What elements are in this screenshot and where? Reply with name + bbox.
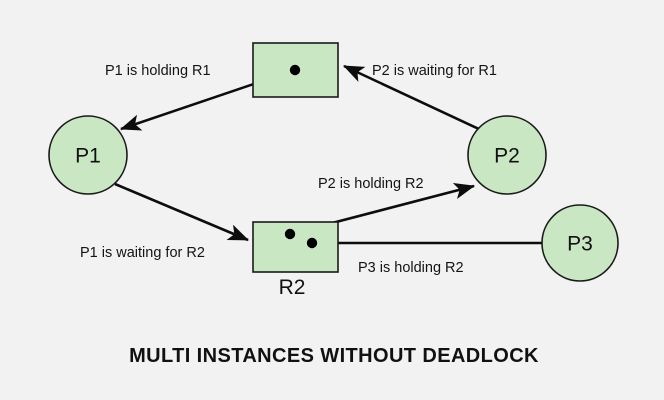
process-label-p2: P2 — [494, 145, 520, 168]
edge-line-p1-waits-r2 — [114, 182, 249, 242]
diagram-caption: MULTI INSTANCES WITHOUT DEADLOCK — [129, 345, 539, 367]
edge-label-p1-waits-r2: P1 is waiting for R2 — [80, 245, 205, 261]
process-label-p1: P1 — [75, 145, 101, 168]
edge-r2-holds-p3: P3 is holding R2 — [312, 241, 542, 276]
process-label-p3: P3 — [567, 233, 593, 256]
edge-p1-waits-r2: P1 is waiting for R2 — [80, 182, 249, 261]
process-node-p1[interactable]: P1 — [48, 115, 128, 195]
edge-label-p2-waits-r1: P2 is waiting for R1 — [372, 63, 497, 79]
instance-dot-r1-1 — [289, 64, 301, 76]
edge-line-p2-waits-r1 — [343, 64, 482, 132]
edge-label-r2-holds-p2: P2 is holding R2 — [318, 176, 424, 192]
instance-dot-r2-2 — [306, 237, 318, 249]
edge-label-r1-holds-p1: P1 is holding R1 — [105, 63, 211, 79]
resource-node-r1[interactable] — [252, 42, 339, 98]
instance-dot-r2-1 — [284, 228, 296, 240]
edge-label-r2-holds-p3: P3 is holding R2 — [358, 260, 464, 276]
process-circle-p1[interactable] — [48, 115, 128, 195]
resource-node-r2[interactable]: R2 — [252, 221, 339, 299]
edge-p2-waits-r1: P2 is waiting for R1 — [343, 63, 497, 132]
process-circle-p3[interactable] — [541, 204, 619, 282]
resource-box-r2[interactable] — [252, 221, 339, 273]
process-node-p3[interactable]: P3 — [541, 204, 619, 282]
process-circle-p2[interactable] — [467, 115, 547, 195]
process-node-p2[interactable]: P2 — [467, 115, 547, 195]
resource-label-r2: R2 — [279, 276, 306, 299]
